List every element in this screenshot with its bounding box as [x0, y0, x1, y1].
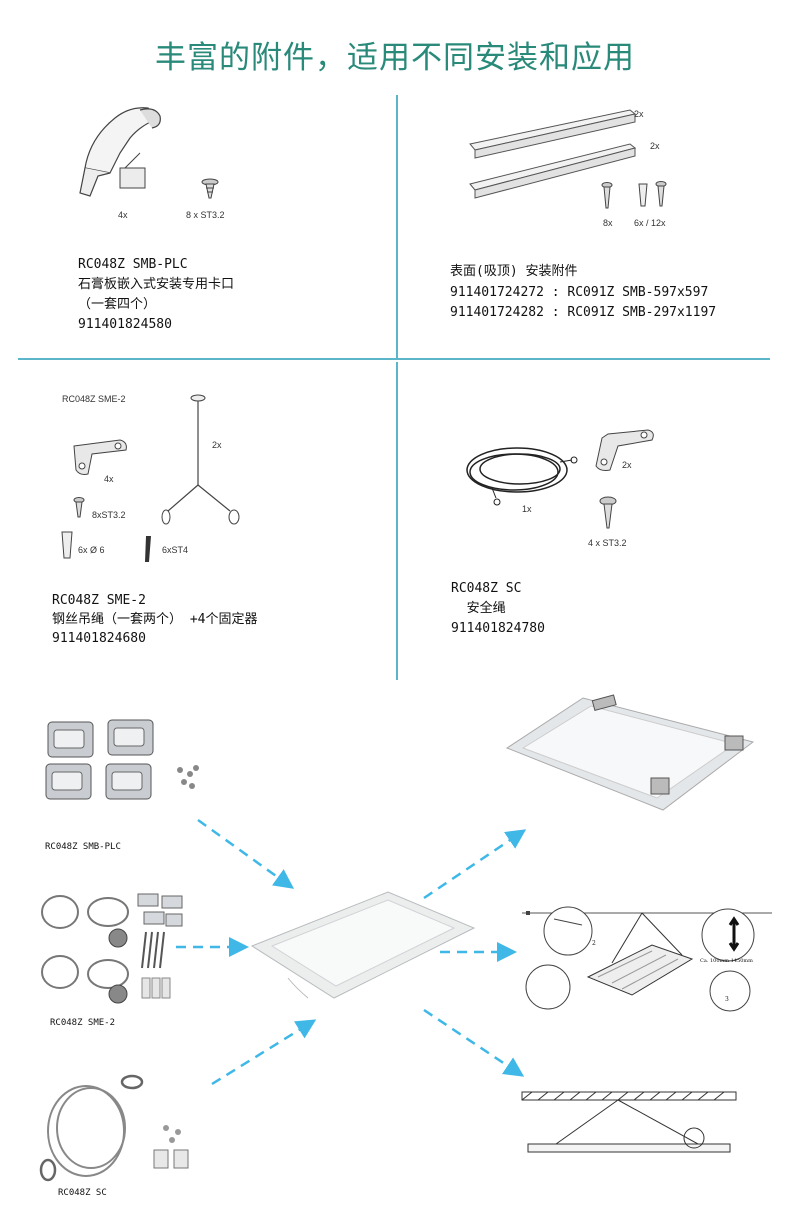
- qty-screw: 8x: [603, 218, 613, 228]
- q1-line-1: RC048Z SMB-PLC: [78, 257, 188, 272]
- anchor-icon: [638, 181, 667, 207]
- bracket-icon: [73, 439, 127, 475]
- q4-line-2: 安全绳: [451, 601, 506, 616]
- page-title: 丰富的附件，适用不同安装和应用: [155, 40, 635, 76]
- qty-bracket: 2x: [622, 460, 632, 470]
- qty-screw: 4 x ST3.2: [588, 538, 627, 548]
- qty-screw: 8xST3.2: [92, 510, 126, 520]
- q2-line-2: 911401724272 : RC091Z SMB-597x597: [450, 285, 709, 300]
- qty-rail-bottom: 2x: [650, 141, 660, 151]
- qty-screw: 8 x ST3.2: [186, 210, 225, 220]
- q3-line-1: RC048Z SME-2: [52, 593, 146, 608]
- bracket-icon: [595, 429, 654, 471]
- screw-icon: [599, 496, 617, 529]
- diagram-step-2: 2: [592, 940, 596, 947]
- qty-clip: 4x: [118, 210, 128, 220]
- wire-kit-photo: [41, 893, 183, 1004]
- qty-rail-top: 2x: [634, 109, 644, 119]
- qty-anchor: 6x / 12x: [634, 218, 666, 228]
- q4-line-1: RC048Z SC: [451, 581, 522, 596]
- divider-horizontal: [18, 358, 770, 360]
- safety-cable-illustration: [466, 447, 578, 506]
- q1-line-3: （一套四个）: [78, 297, 157, 312]
- anchor-icon: [61, 531, 73, 559]
- qty-bracket: 4x: [104, 474, 114, 484]
- recessed-panel-photo: [505, 694, 755, 811]
- q2-line-1: 表面(吸顶) 安装附件: [450, 264, 578, 279]
- divider-vertical-bottom: [396, 362, 398, 680]
- kit-label: RC048Z SME-2: [62, 394, 126, 404]
- central-panel-photo: [250, 891, 476, 999]
- caption-sc: RC048Z SC: [58, 1188, 107, 1198]
- cable-tie-icon: [145, 536, 151, 562]
- q4-line-3: 911401824780: [451, 621, 545, 636]
- qty-anchor: 6x Ø 6: [78, 545, 105, 555]
- clip-set-photo: [45, 719, 199, 800]
- q3-line-3: 911401824680: [52, 631, 146, 646]
- screw-icon: [201, 178, 219, 199]
- qty-cable: 1x: [522, 504, 532, 514]
- screw-icon: [601, 182, 613, 209]
- q1-line-4: 911401824580: [78, 317, 172, 332]
- safety-cable-photo: [39, 1074, 189, 1182]
- q2-line-3: 911401724282 : RC091Z SMB-297x1197: [450, 305, 717, 320]
- suspension-diagram: [522, 906, 772, 1012]
- qty-wire: 2x: [212, 440, 222, 450]
- divider-vertical-top: [396, 95, 398, 360]
- caption-smb-plc: RC048Z SMB-PLC: [45, 842, 121, 852]
- q3-line-2: 钢丝吊绳（一套两个） +4个固定器: [52, 612, 258, 627]
- caption-sme-2: RC048Z SME-2: [50, 1018, 116, 1028]
- rail-illustration: [469, 109, 637, 199]
- surface-mount-diagram: [521, 1091, 737, 1153]
- y-wire-illustration: [161, 394, 240, 525]
- diagram-step-3: 3: [725, 996, 729, 1003]
- diagram-height-label: Ca. 100mm-1450mm: [700, 958, 753, 964]
- q1-line-2: 石膏板嵌入式安装专用卡口: [78, 277, 235, 292]
- ceiling-clip-illustration: [79, 107, 161, 197]
- qty-tie: 6xST4: [162, 545, 189, 555]
- screw-icon: [73, 497, 85, 518]
